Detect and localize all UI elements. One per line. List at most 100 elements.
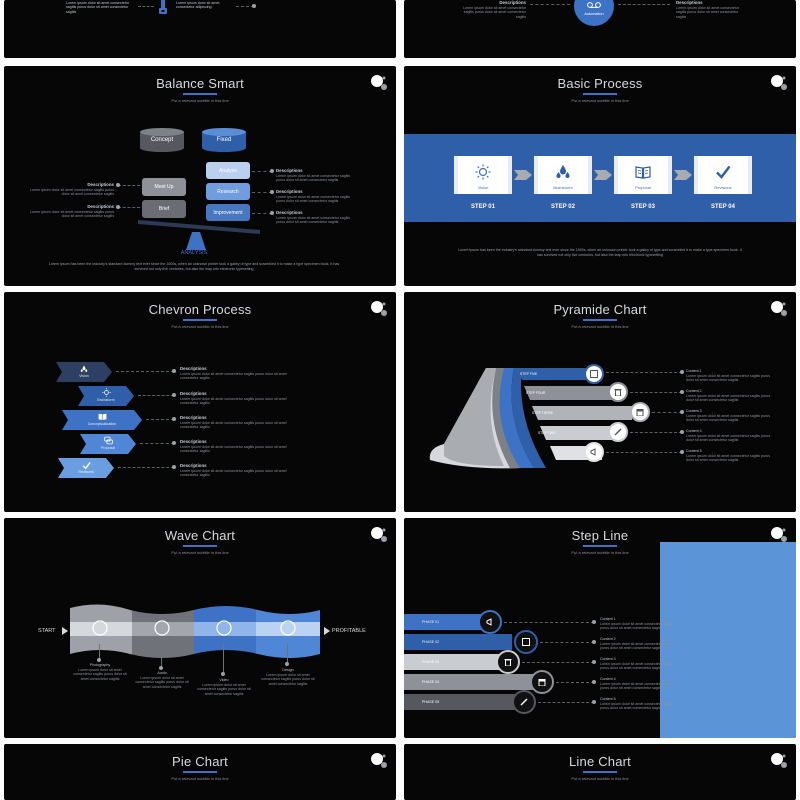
step-content-text-1: Lorem ipsum dolor sit amet consectetur s…	[600, 622, 675, 631]
connector-line	[522, 662, 594, 663]
slide-subtitle: Put a relevant subtitle in this line	[171, 550, 229, 555]
pyramid-step-2: STEP TWO	[538, 431, 556, 435]
pyramid-circle-1	[584, 364, 604, 384]
connector-line	[530, 4, 570, 5]
step-label: Proposal	[635, 185, 651, 190]
connector-dot	[116, 183, 120, 187]
pyramid-step-4: STEP FOUR	[526, 391, 546, 395]
pyramid-content-text-1: Lorem ipsum dolor sit amet consectetur s…	[686, 374, 771, 383]
phase-label: PHASE 02	[422, 640, 440, 644]
connector-line	[118, 467, 174, 468]
phase-circle-3	[496, 650, 520, 674]
image-icon	[522, 638, 530, 646]
connector-dot	[97, 658, 101, 662]
right-desc-text-2: Lorem ipsum dolor sit amet consectetur s…	[276, 195, 351, 204]
left-block-label: Meet Up	[154, 184, 174, 190]
step-content-text-2: Lorem ipsum dolor sit amet consectetur s…	[600, 642, 675, 651]
left-desc-title-2: Descriptions	[87, 204, 114, 209]
slide-top-left: Lorem ipsum dolor sit amet consectetur s…	[4, 0, 396, 58]
wave-graphic	[70, 604, 320, 659]
right-desc-text-1: Lorem ipsum dolor sit amet consectetur s…	[276, 174, 351, 183]
pyramid-content-text-2: Lorem ipsum dolor sit amet consectetur s…	[686, 394, 771, 403]
top-left-text-1: Lorem ipsum dolor sit amet consectetur s…	[66, 1, 129, 14]
chevron-label: Brainstorm	[97, 398, 115, 402]
wave-text-3: Lorem ipsum dolor sit amet consectetur s…	[197, 683, 251, 696]
fixed-cylinder: Fixed	[202, 128, 246, 152]
connector-dot	[172, 417, 176, 421]
left-block-meetup: Meet Up	[142, 178, 186, 196]
connector-line	[138, 6, 154, 7]
pyramid-circle-3	[630, 402, 650, 422]
slide-title: Line Chart	[569, 754, 631, 769]
step-number-2: STEP 02	[551, 204, 575, 210]
connector-line	[540, 642, 594, 643]
connector-line	[652, 412, 682, 413]
slide-wave-chart: Wave Chart Put a relevant subtitle in th…	[4, 518, 396, 738]
left-block-label: Brief	[158, 206, 170, 212]
wave-label-4: Design	[282, 668, 294, 672]
chevron-desc-title-2: Descriptions	[180, 391, 207, 396]
right-block-label: Improvement	[213, 210, 243, 216]
slide-basic-process: Basic Process Put a relevant subtitle in…	[404, 66, 796, 286]
connector-line	[538, 702, 594, 703]
balance-footer-text: Lorem ipsum has been the industry's stan…	[48, 262, 340, 271]
connector-dot	[592, 680, 596, 684]
pyramid-content-title-3: Content 3	[686, 409, 702, 413]
store-icon	[636, 409, 644, 416]
wave-end-label: PROFITABLE	[332, 628, 366, 634]
connector-dot	[680, 370, 684, 374]
slide-subtitle: Put a relevant subtitle in this line	[571, 776, 629, 781]
connector-dot	[592, 700, 596, 704]
bubbles-logo-icon	[771, 527, 787, 542]
connector-dot	[252, 4, 256, 8]
slide-title: Pyramide Chart	[553, 302, 647, 317]
connector-dot	[172, 393, 176, 397]
trash-icon	[614, 389, 622, 396]
chevron-desc-title-1: Descriptions	[180, 366, 207, 371]
megaphone-icon	[486, 618, 492, 626]
right-desc-text-3: Lorem ipsum dolor sit amet consectetur s…	[276, 216, 351, 225]
phase-label: PHASE 01	[422, 620, 440, 624]
slide-title: Balance Smart	[156, 76, 244, 91]
wave-label-3: Video	[219, 678, 229, 682]
title-underline	[583, 93, 617, 95]
phase-label: PHASE 05	[422, 700, 440, 704]
connector-line	[138, 395, 174, 396]
pyramid-content-title-5: Content 5	[686, 449, 702, 453]
pyramid-content-text-5: Lorem ipsum dolor sit amet consectetur s…	[686, 454, 771, 463]
phase-circle-5	[512, 690, 536, 714]
connector-line	[556, 682, 594, 683]
title-underline	[583, 319, 617, 321]
chevron-item-proposal: Proposal	[80, 434, 136, 454]
pen-icon	[520, 698, 528, 706]
connector-line	[146, 419, 174, 420]
connector-line	[118, 207, 140, 208]
right-desc-title-2: Descriptions	[276, 189, 303, 194]
connector-dot	[592, 620, 596, 624]
step-content-text-5: Lorem ipsum dolor sit amet consectetur s…	[600, 702, 675, 711]
wave-label-1: Photography	[89, 663, 111, 667]
slide-subtitle: Put a relevant subtitle in this line	[171, 324, 229, 329]
chevron-label: Vision	[79, 374, 89, 378]
step-label: Brainstorm	[553, 185, 573, 190]
balance-beam	[138, 220, 260, 250]
bulb-icon	[159, 0, 167, 14]
bubbles-logo-icon	[371, 753, 387, 768]
slide-subtitle: Put a relevant subtitle in this line	[171, 776, 229, 781]
step-number-3: STEP 03	[631, 204, 655, 210]
chevron-label: Conceptualization	[87, 422, 117, 426]
top-right-text-left: Lorem ipsum dolor sit amet consectetur s…	[463, 6, 526, 19]
slide-title: Pie Chart	[172, 754, 228, 769]
right-block-improvement: Improvement	[206, 204, 250, 221]
right-block-research: Research	[206, 183, 250, 200]
left-desc-text-2: Lorem ipsum dolor sit amet consectetur s…	[29, 210, 114, 219]
start-arrow-icon	[62, 627, 68, 635]
arrow-right-icon	[674, 170, 692, 180]
pyramid-circle-2	[608, 382, 628, 402]
pyramid-circle-5	[584, 442, 604, 462]
phase-circle-2	[514, 630, 538, 654]
connector-dot	[172, 369, 176, 373]
slide-line-chart: Line Chart Put a relevant subtitle in th…	[404, 744, 796, 800]
image-icon	[590, 370, 598, 378]
wave-pin-line	[287, 644, 288, 664]
